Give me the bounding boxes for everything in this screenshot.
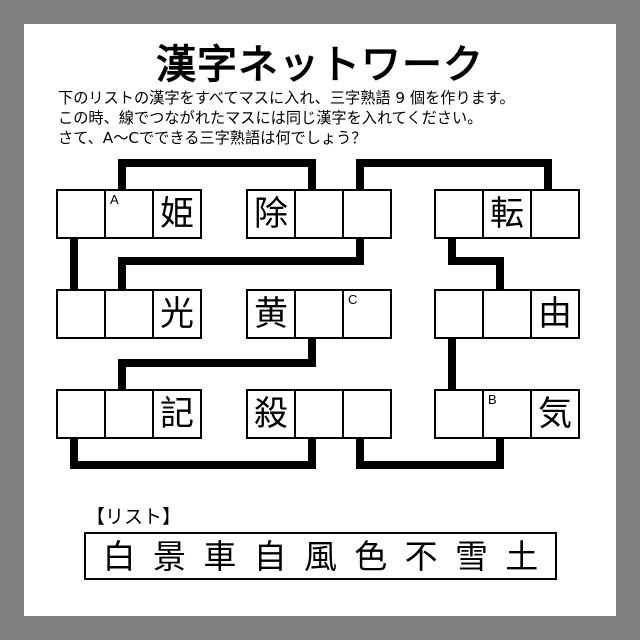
link-r2g1c2-r1g2c3-stub-a: [118, 261, 126, 289]
instructions-block: 下のリストの漢字をすべてマスに入れ、三字熟語 9 個を作ります。 この時、線でつ…: [58, 88, 603, 148]
grid-cell-r3-g3-c1[interactable]: [434, 389, 484, 439]
link-top-left-stub-b: [308, 163, 316, 189]
link-top-right-span: [356, 159, 552, 167]
list-item[interactable]: 白: [102, 536, 136, 576]
grid-cell-r3-g3-c2[interactable]: B: [482, 389, 532, 439]
cell-kanji: 殺: [254, 394, 288, 434]
link-r2g2c2-r3g1c2-span: [118, 359, 316, 367]
grid-cell-r3-g2-c1[interactable]: 殺: [246, 389, 296, 439]
link-z-span: [448, 257, 504, 265]
list-item[interactable]: 自: [253, 536, 287, 576]
grid-cell-r3-g1-c1[interactable]: [56, 389, 106, 439]
link-bottom-right-stub-b: [496, 439, 504, 465]
grid-cell-r1-g2-c1[interactable]: 除: [246, 189, 296, 239]
link-top-right-stub-b: [544, 163, 552, 189]
cell-kanji: 姫: [160, 194, 194, 234]
link-top-right-stub-a: [356, 163, 364, 189]
instruction-line-2: この時、線でつながれたマスには同じ漢字を入れてください。: [58, 109, 483, 127]
grid-cell-r3-g1-c3[interactable]: 記: [152, 389, 202, 439]
kanji-network-grid: A 姫 除 転光 黄 C 由記 殺 B 気: [24, 24, 616, 616]
link-r2g1c2-r1g2c3-stub-b: [356, 239, 364, 261]
link-bottom-left-stub-a: [70, 439, 78, 465]
list-item[interactable]: 色: [354, 536, 388, 576]
grid-cell-r3-g1-c2[interactable]: [104, 389, 154, 439]
grid-cell-r1-g3-c1[interactable]: [434, 189, 484, 239]
cell-kanji: 光: [160, 294, 194, 334]
instruction-line-3: さて、A〜Cでできる三字熟語は何でしょう？: [58, 129, 367, 147]
cell-marker-c: C: [348, 292, 358, 307]
link-top-left-span: [118, 159, 316, 167]
cell-kanji: 除: [254, 194, 288, 234]
link-top-left-stub-a: [118, 163, 126, 189]
grid-cell-r1-g2-c2[interactable]: [294, 189, 344, 239]
grid-cell-r1-g3-c3[interactable]: [530, 189, 580, 239]
link-bottom-left-stub-b: [308, 439, 316, 465]
list-label: 【リスト】: [86, 506, 182, 528]
grid-cell-r2-g1-c3[interactable]: 光: [152, 289, 202, 339]
cell-kanji: 気: [538, 394, 572, 434]
list-item[interactable]: 土: [505, 536, 539, 576]
cell-kanji: 黄: [254, 294, 288, 334]
kanji-list-box: 白景車自風色不雪土: [84, 532, 557, 580]
grid-cell-r1-g1-c3[interactable]: 姫: [152, 189, 202, 239]
link-bottom-right-stub-a: [356, 439, 364, 465]
grid-cell-r1-g2-c3[interactable]: [342, 189, 392, 239]
link-r2g2c2-r3g1c2-stub-b: [118, 363, 126, 389]
link-r2g1c2-r1g2c3-span: [118, 257, 364, 265]
puzzle-page: 漢字ネットワーク 下のリストの漢字をすべてマスに入れ、三字熟語 9 個を作ります…: [24, 24, 616, 616]
grid-cell-r1-g1-c2[interactable]: A: [104, 189, 154, 239]
link-r2g3c1-r3g3c1: [448, 339, 456, 389]
list-item[interactable]: 不: [404, 536, 438, 576]
grid-cell-r1-g3-c2[interactable]: 転: [482, 189, 532, 239]
page-title: 漢字ネットワーク: [156, 42, 484, 88]
grid-cell-r2-g2-c2[interactable]: [294, 289, 344, 339]
grid-cell-r2-g2-c3[interactable]: C: [342, 289, 392, 339]
link-r2g2c2-r3g1c2-stub-a: [308, 339, 316, 363]
grid-cell-r2-g1-c2[interactable]: [104, 289, 154, 339]
cell-marker-a: A: [110, 192, 119, 207]
link-z-b: [496, 261, 504, 289]
instruction-line-1: 下のリストの漢字をすべてマスに入れ、三字熟語 9 個を作ります。: [58, 89, 515, 107]
grid-cell-r3-g2-c2[interactable]: [294, 389, 344, 439]
cell-kanji: 由: [538, 294, 572, 334]
list-item[interactable]: 雪: [454, 536, 488, 576]
grid-cell-r2-g3-c1[interactable]: [434, 289, 484, 339]
link-bottom-right-span: [356, 461, 504, 469]
link-z-a: [448, 239, 456, 261]
list-item[interactable]: 車: [203, 536, 237, 576]
cell-kanji: 転: [490, 194, 524, 234]
cell-marker-b: B: [488, 392, 497, 407]
grid-cell-r3-g2-c3[interactable]: [342, 389, 392, 439]
link-r1g1c1-r2g1c1: [70, 239, 78, 289]
grid-cell-r1-g1-c1[interactable]: [56, 189, 106, 239]
grid-cell-r3-g3-c3[interactable]: 気: [530, 389, 580, 439]
link-bottom-left-span: [70, 461, 316, 469]
cell-kanji: 記: [160, 394, 194, 434]
grid-cell-r2-g1-c1[interactable]: [56, 289, 106, 339]
grid-cell-r2-g3-c2[interactable]: [482, 289, 532, 339]
grid-cell-r2-g2-c1[interactable]: 黄: [246, 289, 296, 339]
list-item[interactable]: 風: [303, 536, 337, 576]
list-item[interactable]: 景: [152, 536, 186, 576]
grid-cell-r2-g3-c3[interactable]: 由: [530, 289, 580, 339]
